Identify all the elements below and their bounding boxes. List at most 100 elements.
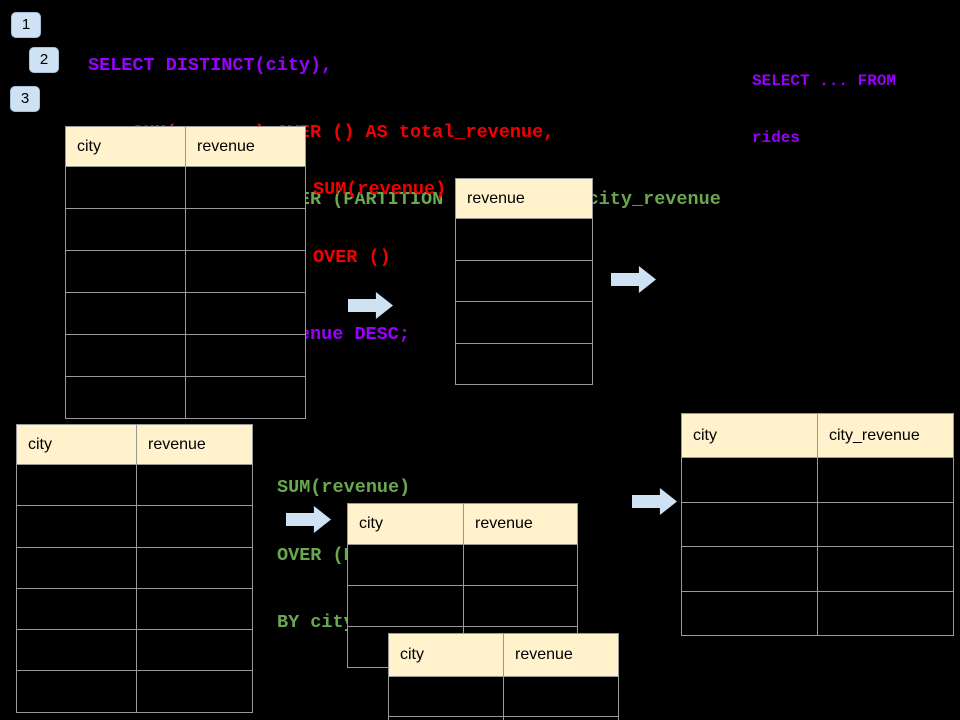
table-row <box>16 587 253 631</box>
table-header-row: revenue <box>455 178 593 219</box>
empty-cell <box>185 292 306 335</box>
empty-cell <box>503 716 619 720</box>
column-header: city <box>681 413 818 458</box>
table-row <box>347 585 578 627</box>
empty-cell <box>681 546 818 592</box>
annotation-line: SUM(revenue) <box>313 179 447 200</box>
empty-cell <box>65 292 186 335</box>
empty-cell <box>817 546 954 592</box>
empty-cell <box>681 457 818 503</box>
table-total-revenue-result: revenue <box>455 178 593 385</box>
empty-cell <box>455 301 593 344</box>
table-row <box>455 259 593 302</box>
table-row <box>681 590 954 636</box>
table-row <box>65 208 306 251</box>
empty-cell <box>136 546 253 589</box>
sql-fragment-line: SELECT ... FROM <box>752 72 897 90</box>
empty-cell <box>185 334 306 377</box>
empty-cell <box>817 457 954 503</box>
column-header: revenue <box>136 424 253 465</box>
empty-cell <box>136 505 253 548</box>
step-badge-3: 3 <box>10 86 40 112</box>
empty-cell <box>16 670 137 713</box>
empty-cell <box>65 334 186 377</box>
table-row <box>65 166 306 209</box>
table-row <box>681 546 954 592</box>
empty-cell <box>16 546 137 589</box>
empty-cell <box>817 501 954 547</box>
empty-cell <box>185 166 306 209</box>
table-row <box>455 342 593 385</box>
column-header: city <box>388 633 504 677</box>
empty-cell <box>185 208 306 251</box>
empty-cell <box>65 166 186 209</box>
empty-cell <box>388 676 504 717</box>
empty-cell <box>455 259 593 302</box>
empty-cell <box>16 505 137 548</box>
empty-cell <box>16 463 137 507</box>
step-badge-2: 2 <box>29 47 59 73</box>
empty-cell <box>136 463 253 507</box>
table-row <box>681 457 954 503</box>
empty-cell <box>463 544 578 586</box>
table-row <box>16 629 253 672</box>
column-header: revenue <box>455 178 593 219</box>
step-badge-1: 1 <box>11 12 41 38</box>
empty-cell <box>503 676 619 717</box>
table-row <box>65 292 306 335</box>
empty-cell <box>185 376 306 419</box>
column-header: city <box>65 126 186 167</box>
table-row <box>16 546 253 589</box>
empty-cell <box>347 544 464 586</box>
column-header: city <box>347 503 464 545</box>
table-row <box>681 501 954 547</box>
empty-cell <box>681 590 818 636</box>
table-row <box>16 505 253 548</box>
table-row <box>65 250 306 293</box>
column-header: revenue <box>185 126 306 167</box>
empty-cell <box>388 716 504 720</box>
empty-cell <box>136 629 253 672</box>
column-header: revenue <box>463 503 578 545</box>
table-row <box>16 670 253 713</box>
column-header: city_revenue <box>817 413 954 458</box>
table-row <box>455 218 593 261</box>
sql-fragment-note: SELECT ... FROM rides <box>752 34 896 186</box>
table-row <box>388 676 619 717</box>
empty-cell <box>136 670 253 713</box>
empty-cell <box>136 587 253 631</box>
annotation-total-revenue: SUM(revenue) OVER () <box>313 134 446 314</box>
sql-code-line: SELECT DISTINCT(city), <box>88 54 333 76</box>
empty-cell <box>347 585 464 627</box>
table-row <box>455 301 593 344</box>
column-header: revenue <box>503 633 619 677</box>
annotation-line: SUM(revenue) <box>277 477 411 498</box>
table-row <box>65 376 306 419</box>
empty-cell <box>65 208 186 251</box>
empty-cell <box>817 590 954 636</box>
column-header: city <box>16 424 137 465</box>
empty-cell <box>65 376 186 419</box>
table-row <box>16 463 253 507</box>
empty-cell <box>185 250 306 293</box>
empty-cell <box>681 501 818 547</box>
empty-cell <box>65 250 186 293</box>
empty-cell <box>455 218 593 261</box>
empty-cell <box>463 585 578 627</box>
right-arrow-icon <box>632 488 677 515</box>
sql-fragment-line: rides <box>752 129 801 147</box>
table-row <box>347 544 578 586</box>
empty-cell <box>16 587 137 631</box>
empty-cell <box>455 342 593 385</box>
empty-cell <box>16 629 137 672</box>
annotation-line: OVER () <box>313 246 391 268</box>
